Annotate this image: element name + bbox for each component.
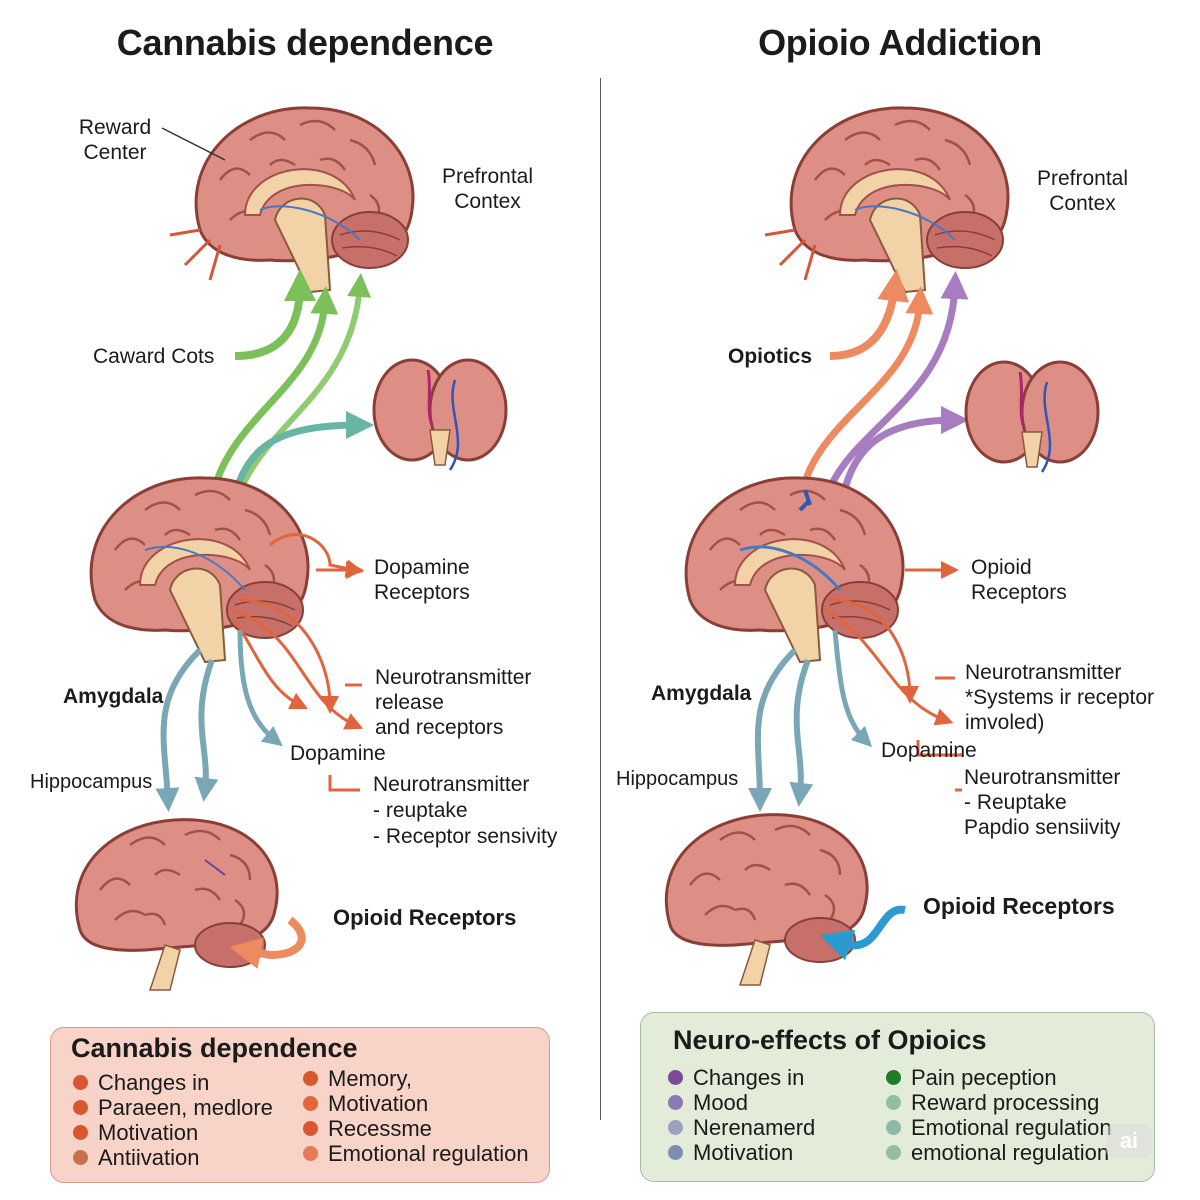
- bullet-dot: [668, 1120, 683, 1135]
- label-opioid-receptors-left: Opioid Receptors: [333, 905, 517, 930]
- list-item: Changes in: [668, 1065, 815, 1090]
- cannabis-box-title: Cannabis dependence: [71, 1033, 358, 1063]
- list-item-label: Emotional regulation: [911, 1115, 1112, 1140]
- list-item: Emotional regulation: [886, 1115, 1112, 1140]
- list-item-label: Motivation: [693, 1140, 794, 1165]
- bullet-dot: [668, 1145, 683, 1160]
- label-neuro-reuptake-left: Neurotransmitter - reuptake - Receptor s…: [373, 773, 558, 848]
- list-item: Mood: [668, 1090, 815, 1115]
- list-item: Recessme: [303, 1116, 529, 1141]
- cannabis-summary-box: Cannabis dependence Changes in Paraeen, …: [50, 1027, 550, 1183]
- bullet-dot: [668, 1095, 683, 1110]
- opioid-box-col1: Changes in Mood Nerenamerd Motivation: [668, 1065, 815, 1165]
- list-item-label: Nerenamerd: [693, 1115, 816, 1140]
- list-item-label: Motivation: [98, 1120, 199, 1145]
- left-top-brain: [169, 106, 415, 294]
- reward-center-leader: [161, 127, 226, 161]
- left-title: Cannabis dependence: [116, 22, 494, 63]
- left-bottom-brain: [74, 818, 279, 991]
- label-hippocampus-right: Hippocampus: [616, 768, 739, 790]
- label-opioid-receptors-top: Opioid Receptors: [971, 556, 1067, 604]
- bullet-dot: [73, 1100, 88, 1115]
- bullet-dot: [303, 1096, 318, 1111]
- label-dopamine-left: Dopamine: [290, 742, 386, 765]
- list-item: Motivation: [303, 1091, 529, 1116]
- list-item-label: Reward processing: [911, 1090, 1100, 1115]
- opioid-box-title: Neuro-effects of Opioics: [673, 1025, 987, 1055]
- list-item: Motivation: [73, 1120, 273, 1145]
- bullet-dot: [668, 1070, 683, 1085]
- label-hippocampus-left: Hippocampus: [30, 771, 153, 793]
- list-item-label: Memory,: [328, 1066, 412, 1091]
- list-item-label: Antiivation: [98, 1145, 200, 1170]
- list-item-label: Changes in: [98, 1070, 210, 1095]
- label-dopamine-receptors: Dopamine Receptors: [374, 556, 470, 604]
- list-item-label: Motivation: [328, 1091, 429, 1116]
- right-top-brain: [764, 106, 1010, 294]
- list-item-label: Changes in: [693, 1065, 805, 1090]
- list-item-label: Paraeen, medlore: [98, 1095, 273, 1120]
- label-opiotics: Opiotics: [728, 345, 813, 368]
- list-item-label: Mood: [693, 1090, 749, 1115]
- label-neuro-reuptake-right: Neurotransmitter - Reuptake Papdio sensi…: [964, 766, 1121, 839]
- list-item: Nerenamerd: [668, 1115, 815, 1140]
- label-prefrontal-left: Prefrontal Contex: [441, 165, 534, 213]
- list-item: Motivation: [668, 1140, 815, 1165]
- right-middle-brain: [684, 476, 905, 664]
- list-item-label: Recessme: [328, 1116, 432, 1141]
- bullet-dot: [73, 1075, 88, 1090]
- list-item: Changes in: [73, 1070, 273, 1095]
- bullet-dot: [303, 1146, 318, 1161]
- bullet-dot: [73, 1125, 88, 1140]
- list-item: Paraeen, medlore: [73, 1095, 273, 1120]
- opioid-summary-box: Neuro-effects of Opioics Changes in Mood…: [640, 1012, 1155, 1182]
- list-item: Antiivation: [73, 1145, 273, 1170]
- list-item-label: emotional regulation: [911, 1140, 1110, 1165]
- bullet-dot: [886, 1120, 901, 1135]
- list-item-label: Emotional regulation: [328, 1141, 529, 1166]
- label-opioid-receptors-right: Opioid Receptors: [923, 893, 1115, 919]
- bullet-dot: [886, 1070, 901, 1085]
- list-item: Pain peception: [886, 1065, 1112, 1090]
- label-caward-cots: Caward Cots: [93, 345, 215, 368]
- label-reward-center: Reward Center: [78, 116, 152, 164]
- label-prefrontal-right: Prefrontal Contex: [1036, 167, 1129, 215]
- list-item: emotional regulation: [886, 1140, 1112, 1165]
- list-item: Memory,: [303, 1066, 529, 1091]
- left-middle-brain: [89, 476, 310, 664]
- right-bottom-brain: [664, 813, 869, 986]
- list-item: Emotional regulation: [303, 1141, 529, 1166]
- label-dopamine-right: Dopamine: [881, 739, 977, 762]
- label-amygdala-left: Amygdala: [63, 685, 164, 708]
- opioid-box-col2: Pain peception Reward processing Emotion…: [886, 1065, 1112, 1165]
- cannabis-box-col2: Memory, Motivation Recessme Emotional re…: [303, 1066, 529, 1166]
- list-item: Reward processing: [886, 1090, 1112, 1115]
- right-title: Opioio Addiction: [758, 22, 1042, 63]
- bullet-dot: [886, 1095, 901, 1110]
- label-amygdala-right: Amygdala: [651, 682, 752, 705]
- cannabis-box-col1: Changes in Paraeen, medlore Motivation A…: [73, 1070, 273, 1170]
- label-neurotransmitter-release: Neurotransmitter release and receptors: [375, 666, 532, 739]
- bullet-dot: [303, 1071, 318, 1086]
- left-small-brain: [372, 358, 508, 471]
- panel-divider: [600, 78, 601, 1120]
- watermark-logo: ai: [1106, 1124, 1152, 1158]
- right-small-brain: [964, 360, 1100, 473]
- bullet-dot: [303, 1121, 318, 1136]
- bullet-dot: [73, 1150, 88, 1165]
- bullet-dot: [886, 1145, 901, 1160]
- label-neurotransmitter-systems: Neurotransmitter *Systems ir receptor im…: [965, 661, 1155, 734]
- list-item-label: Pain peception: [911, 1065, 1057, 1090]
